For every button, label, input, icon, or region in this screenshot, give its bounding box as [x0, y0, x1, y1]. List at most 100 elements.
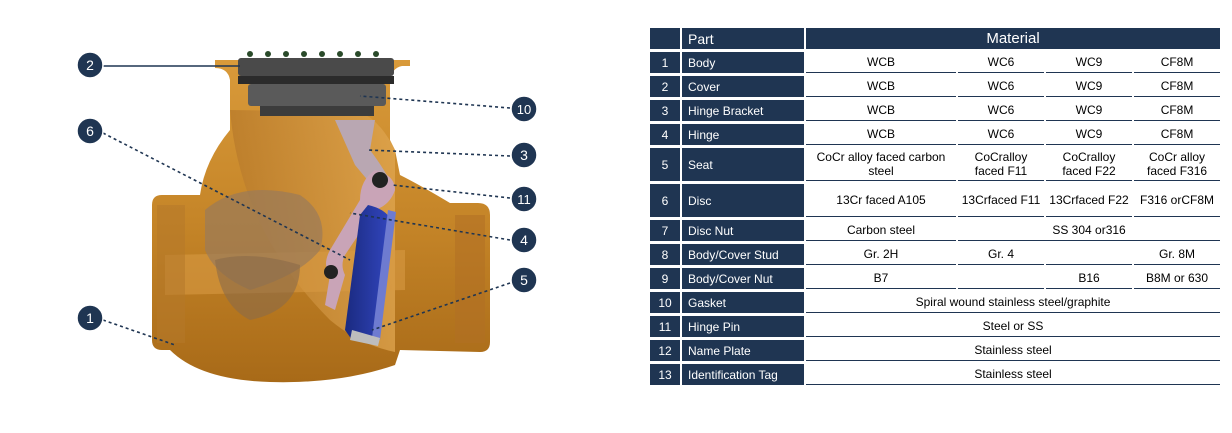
part-name: Body/Cover Stud: [682, 244, 804, 265]
disc-and-seat: [345, 205, 396, 346]
table-row: 2 Cover WCB WC6 WC9 CF8M: [650, 76, 1221, 97]
material-cell: Carbon steel: [806, 220, 956, 241]
table-row: 4 Hinge WCB WC6 WC9 CF8M: [650, 124, 1221, 145]
callout-label: 5: [520, 272, 528, 288]
table-row: 13 Identification Tag Stainless steel: [650, 364, 1221, 385]
callout-3: 3: [510, 141, 538, 169]
material-cell: SS 304 or316: [958, 220, 1221, 241]
material-cell: WC9: [1046, 76, 1132, 97]
callout-6: 6: [76, 117, 104, 145]
valve-internal-cavity: [205, 190, 323, 320]
row-number: 10: [650, 292, 680, 313]
material-cell: CF8M: [1134, 124, 1221, 145]
material-cell: Gr. 2H: [806, 244, 956, 265]
callout-label: 6: [86, 123, 94, 139]
table-row: 1 Body WCB WC6 WC9 CF8M: [650, 52, 1221, 73]
material-cell: Steel or SS: [806, 316, 1221, 337]
row-number: 3: [650, 100, 680, 121]
table-row: 10 Gasket Spiral wound stainless steel/g…: [650, 292, 1221, 313]
callout-4: 4: [510, 226, 538, 254]
material-cell: CoCralloy faced F22: [1046, 148, 1132, 181]
callout-11: 11: [510, 185, 538, 213]
material-cell: Spiral wound stainless steel/graphite: [806, 292, 1221, 313]
header-part: Part: [682, 28, 804, 49]
part-name: Gasket: [682, 292, 804, 313]
part-name: Hinge Bracket: [682, 100, 804, 121]
material-cell: WCB: [806, 124, 956, 145]
material-cell: WC6: [958, 52, 1044, 73]
callout-label: 1: [86, 310, 94, 326]
materials-table-container: Part Material 1 Body WCB WC6 WC9 CF8M 2 …: [648, 25, 1221, 388]
material-cell: CF8M: [1134, 100, 1221, 121]
table-row: 12 Name Plate Stainless steel: [650, 340, 1221, 361]
material-cell: CoCralloy faced F11: [958, 148, 1044, 181]
material-cell: [1046, 244, 1132, 265]
callout-2: 2: [76, 51, 104, 79]
part-name: Hinge Pin: [682, 316, 804, 337]
material-cell: WC6: [958, 124, 1044, 145]
material-cell: CoCr alloy faced F316: [1134, 148, 1221, 181]
part-name: Hinge: [682, 124, 804, 145]
table-row: 9 Body/Cover Nut B7 B16 B8M or 630: [650, 268, 1221, 289]
callout-5: 5: [510, 266, 538, 294]
row-number: 1: [650, 52, 680, 73]
material-cell: Stainless steel: [806, 364, 1221, 385]
part-name: Body: [682, 52, 804, 73]
material-cell: WC9: [1046, 124, 1132, 145]
material-cell: CoCr alloy faced carbon steel: [806, 148, 956, 181]
material-cell: 13Cr faced A105: [806, 184, 956, 217]
material-cell: B16: [1046, 268, 1132, 289]
material-cell: Gr. 8M: [1134, 244, 1221, 265]
material-cell: WC9: [1046, 52, 1132, 73]
row-number: 5: [650, 148, 680, 181]
callout-label: 10: [517, 102, 531, 117]
table-row: 8 Body/Cover Stud Gr. 2H Gr. 4 Gr. 8M: [650, 244, 1221, 265]
header-blank: [650, 28, 680, 49]
callout-label: 11: [517, 192, 531, 207]
part-name: Disc: [682, 184, 804, 217]
callout-label: 4: [520, 232, 528, 248]
material-cell: 13Crfaced F11: [958, 184, 1044, 217]
callout-leader-lines: [102, 65, 511, 346]
row-number: 6: [650, 184, 680, 217]
valve-cover: [238, 51, 394, 116]
part-name: Name Plate: [682, 340, 804, 361]
part-name: Body/Cover Nut: [682, 268, 804, 289]
material-cell: WCB: [806, 76, 956, 97]
material-cell: 13Crfaced F22: [1046, 184, 1132, 217]
material-cell: CF8M: [1134, 76, 1221, 97]
header-material: Material: [806, 28, 1221, 49]
material-cell: WCB: [806, 52, 956, 73]
table-row: 11 Hinge Pin Steel or SS: [650, 316, 1221, 337]
material-cell: [958, 268, 1044, 289]
table-row: 5 Seat CoCr alloy faced carbon steel CoC…: [650, 148, 1221, 181]
row-number: 2: [650, 76, 680, 97]
material-cell: CF8M: [1134, 52, 1221, 73]
table-row: 3 Hinge Bracket WCB WC6 WC9 CF8M: [650, 100, 1221, 121]
material-cell: Stainless steel: [806, 340, 1221, 361]
row-number: 8: [650, 244, 680, 265]
material-cell: WCB: [806, 100, 956, 121]
part-name: Disc Nut: [682, 220, 804, 241]
hinge-assembly: [324, 120, 395, 310]
callout-1: 1: [76, 304, 104, 332]
material-cell: F316 orCF8M: [1134, 184, 1221, 217]
valve-cutaway-diagram: 2 6 1 10 3 11 4 5: [76, 51, 538, 383]
row-number: 13: [650, 364, 680, 385]
material-cell: WC6: [958, 76, 1044, 97]
row-number: 9: [650, 268, 680, 289]
stud-bolts: [247, 51, 379, 57]
row-number: 4: [650, 124, 680, 145]
row-number: 7: [650, 220, 680, 241]
material-cell: WC6: [958, 100, 1044, 121]
material-cell: B7: [806, 268, 956, 289]
callout-label: 2: [86, 57, 94, 73]
row-number: 12: [650, 340, 680, 361]
row-number: 11: [650, 316, 680, 337]
callout-10: 10: [510, 95, 538, 123]
callout-label: 3: [520, 147, 528, 163]
part-name: Identification Tag: [682, 364, 804, 385]
material-cell: Gr. 4: [958, 244, 1044, 265]
table-row: 7 Disc Nut Carbon steel SS 304 or316: [650, 220, 1221, 241]
material-cell: WC9: [1046, 100, 1132, 121]
